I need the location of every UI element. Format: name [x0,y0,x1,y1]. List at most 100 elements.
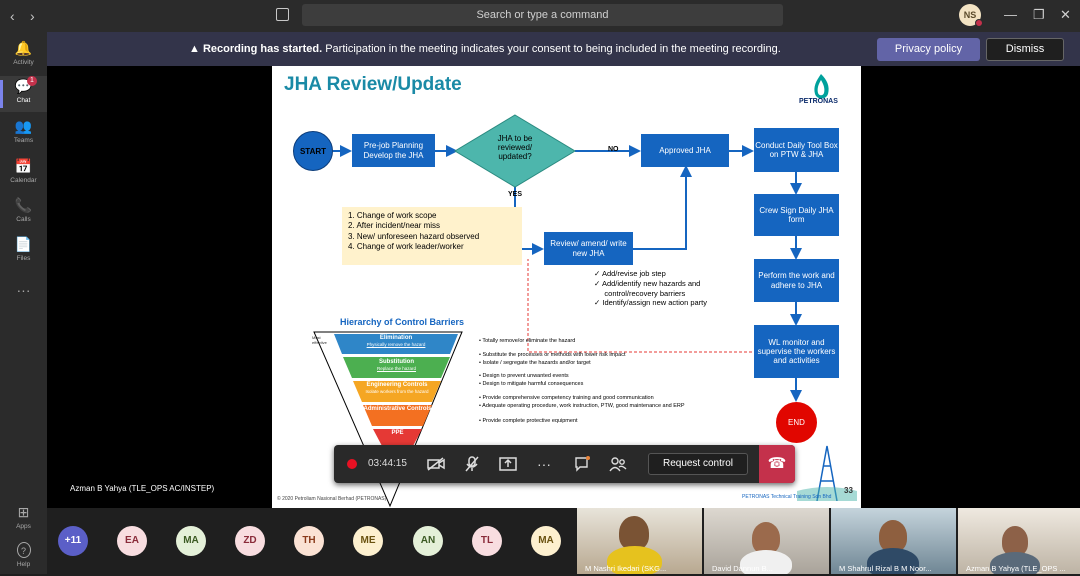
participant-avatar[interactable]: MA [531,526,561,556]
unread-badge: 1 [27,76,37,86]
participants-icon[interactable] [606,445,630,483]
compose-icon[interactable] [276,8,289,21]
participant-face [879,520,907,552]
chat-panel-icon[interactable] [570,445,594,483]
participant-face [619,516,649,550]
recording-icon [347,459,357,469]
rail-item-teams[interactable]: 👥Teams [0,116,47,152]
no-label: NO [608,146,619,153]
forward-icon[interactable]: › [30,8,35,24]
close-icon[interactable]: ✕ [1060,7,1071,22]
rail-item-apps[interactable]: ⊞Apps [0,502,47,538]
warning-icon: ▲ [189,43,203,55]
video-tile[interactable]: M Shahrul Rizal B M Noor... [831,508,956,574]
request-control-button[interactable]: Request control [648,453,748,475]
slide-title: JHA Review/Update [284,74,462,95]
participant-shirt [740,550,792,574]
apps-icon: ⊞ [17,504,30,520]
prejob-box: Pre-job Planning Develop the JHA [352,134,435,167]
share-screen-icon[interactable] [496,445,520,483]
more-options-icon[interactable]: ··· [537,456,551,472]
tier-administrative: Administrative Controls [363,406,432,412]
oil-rig-icon [797,445,857,501]
shared-slide: JHA Review/Update PETRONAS START Pre-job… [272,66,861,508]
video-tile[interactable]: M Nashri Ikedari (SKG... [577,508,702,574]
chat-icon: 💬 [14,78,33,94]
bell-icon: 🔔 [14,40,33,56]
back-icon[interactable]: ‹ [10,8,15,24]
logo-text: PETRONAS [799,98,838,105]
phone-hangup-icon: ☎ [767,455,787,472]
minimize-icon[interactable]: — [1004,7,1017,22]
presenter-name: Azman B Yahya (TLE_OPS AC/INSTEP) [70,484,215,493]
end-node: END [776,402,817,443]
video-name: M Shahrul Rizal B M Noor... [839,564,932,573]
decision-diamond [454,114,576,188]
hierarchy-bullets: • Totally remove/or eliminate the hazard… [479,338,685,424]
video-tile[interactable]: David Dannun B... [704,508,829,574]
toolbox-box: Conduct Daily Tool Box on PTW & JHA [754,128,839,172]
video-name: David Dannun B... [712,564,773,573]
banner-title: Recording has started. [202,43,323,55]
yes-label: YES [508,191,523,198]
slide-number: 33 [844,486,853,495]
tier-ppe: PPE [391,430,404,436]
maximize-icon[interactable]: ❐ [1033,7,1045,22]
review-checklist: ✓ Add/revise job step ✓ Add/identify new… [594,269,708,308]
participant-face [752,522,780,554]
approved-box: Approved JHA [641,134,729,167]
hierarchy-title: Hierarchy of Control Barriers [340,317,465,327]
participant-avatar[interactable]: TH [294,526,324,556]
hierarchy-triangle [313,331,463,508]
banner-message: Participation in the meeting indicates y… [325,43,781,55]
rail-item-calls[interactable]: 📞Calls [0,195,47,231]
monitor-box: WL monitor and supervise the workers and… [754,325,839,378]
start-node: START [293,131,333,171]
slide-footer: PETRONAS Technical Training Sdn Bhd [742,494,832,500]
overflow-participants-button[interactable]: +11 [58,526,88,556]
help-icon: ? [16,542,31,558]
rail-item-activity[interactable]: 🔔Activity [0,38,47,74]
participant-avatar[interactable]: ME [353,526,383,556]
perform-box: Perform the work and adhere to JHA [754,259,839,302]
dismiss-button[interactable]: Dismiss [986,38,1064,61]
participant-avatar[interactable]: MA [176,526,206,556]
meeting-controls: 03:44:15 ··· Request control ☎ [334,445,795,483]
avatar[interactable]: NS [959,4,983,27]
calendar-icon: 📅 [14,158,33,174]
participant-avatar[interactable]: ZD [235,526,265,556]
participant-avatar[interactable]: TL [472,526,502,556]
phone-icon: 📞 [14,197,33,213]
petronas-logo-icon [814,74,829,99]
more-apps-icon[interactable]: ··· [16,282,31,298]
mic-off-icon[interactable] [460,445,484,483]
rail-item-help[interactable]: ?Help [0,540,47,576]
flow-arrows [333,114,802,402]
recording-banner: ▲ Recording has started. Participation i… [47,32,1080,66]
hang-up-button[interactable]: ☎ [759,445,795,483]
participant-avatar[interactable]: AN [413,526,443,556]
status-dot-icon [975,19,983,27]
title-bar: ‹ › Search or type a command NS — ❐ ✕ [0,0,1080,32]
search-input[interactable]: Search or type a command [302,4,783,26]
teams-icon: 👥 [14,118,33,134]
participant-avatar[interactable]: EA [117,526,147,556]
review-box: Review/ amend/ write new JHA [544,232,633,265]
reasons-list: 1. Change of work scope 2. After inciden… [342,207,522,265]
privacy-policy-button[interactable]: Privacy policy [877,38,980,61]
camera-off-icon[interactable] [424,445,448,483]
file-icon: 📄 [14,236,33,252]
participant-shirt [990,552,1040,574]
rail-item-calendar[interactable]: 📅Calendar [0,156,47,192]
slide-copyright: © 2020 Petroliam Nasional Berhad (PETRON… [277,496,387,502]
participant-face [1002,526,1028,556]
participant-shirt [867,548,919,574]
video-name: M Nashri Ikedari (SKG... [585,564,667,573]
rail-item-files[interactable]: 📄Files [0,234,47,270]
video-tile[interactable]: Azman B Yahya (TLE_OPS ... [958,508,1080,574]
